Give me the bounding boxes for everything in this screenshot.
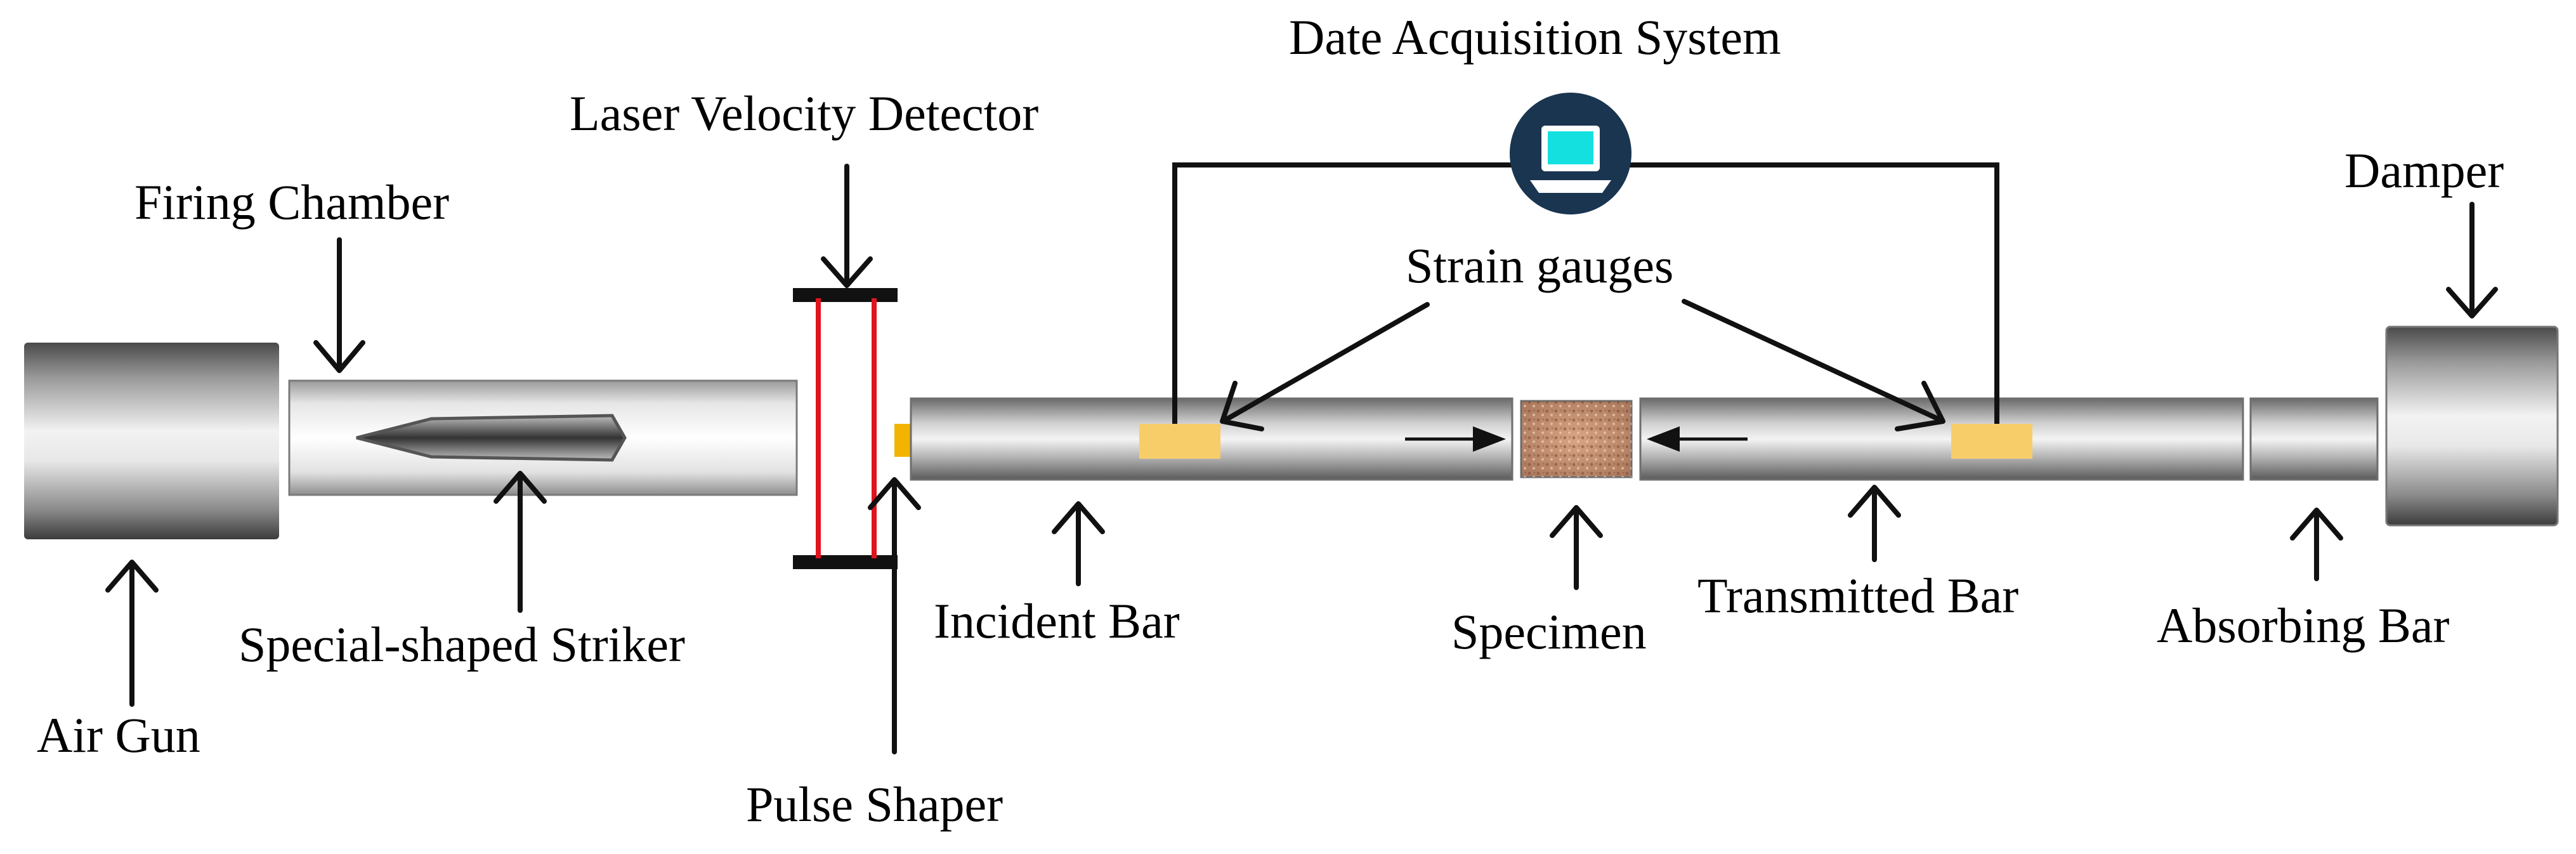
arrow-laser-velocity-detector	[821, 164, 873, 288]
arrow-striker	[494, 471, 547, 613]
pulse-shaper	[894, 424, 911, 457]
arrow-strain-gauge-incident	[1220, 302, 1430, 431]
arrow-incident-bar	[1052, 501, 1105, 586]
compression-arrow-left	[1405, 426, 1506, 452]
label-special-shaped-striker: Special-shaped Striker	[239, 617, 685, 672]
laser-velocity-detector	[793, 288, 898, 569]
label-pulse-shaper: Pulse Shaper	[746, 777, 1003, 832]
arrow-absorbing-bar	[2290, 508, 2343, 581]
damper	[2385, 325, 2559, 527]
label-damper: Damper	[2344, 143, 2504, 198]
arrow-damper	[2446, 202, 2498, 319]
arrow-air-gun	[105, 560, 159, 707]
label-firing-chamber: Firing Chamber	[134, 174, 449, 230]
strain-gauge-incident	[1139, 424, 1220, 459]
arrow-strain-gauge-transmitted	[1682, 299, 1945, 431]
label-transmitted-bar: Transmitted Bar	[1697, 568, 2018, 623]
air-gun-body	[24, 343, 279, 539]
laptop-icon	[1510, 93, 1631, 214]
compression-arrow-right	[1647, 426, 1748, 452]
strain-gauge-transmitted	[1951, 424, 2032, 459]
wire-incident-gauge	[1172, 162, 1519, 424]
arrow-transmitted-bar	[1848, 485, 1901, 562]
arrow-firing-chamber	[313, 237, 365, 373]
label-air-gun: Air Gun	[37, 707, 200, 763]
special-shaped-striker	[356, 414, 627, 462]
wire-transmitted-gauge	[1627, 162, 1999, 424]
absorbing-bar	[2249, 397, 2379, 481]
label-laser-velocity-detector: Laser Velocity Detector	[570, 86, 1038, 141]
arrow-specimen	[1550, 505, 1603, 590]
arrow-pulse-shaper	[868, 477, 921, 754]
label-absorbing-bar: Absorbing Bar	[2157, 598, 2449, 653]
specimen-texture	[1521, 401, 1631, 477]
label-incident-bar: Incident Bar	[934, 593, 1180, 648]
label-specimen: Specimen	[1451, 604, 1647, 659]
label-data-acquisition: Date Acquisition System	[1289, 10, 1781, 65]
label-strain-gauges: Strain gauges	[1406, 238, 1673, 293]
